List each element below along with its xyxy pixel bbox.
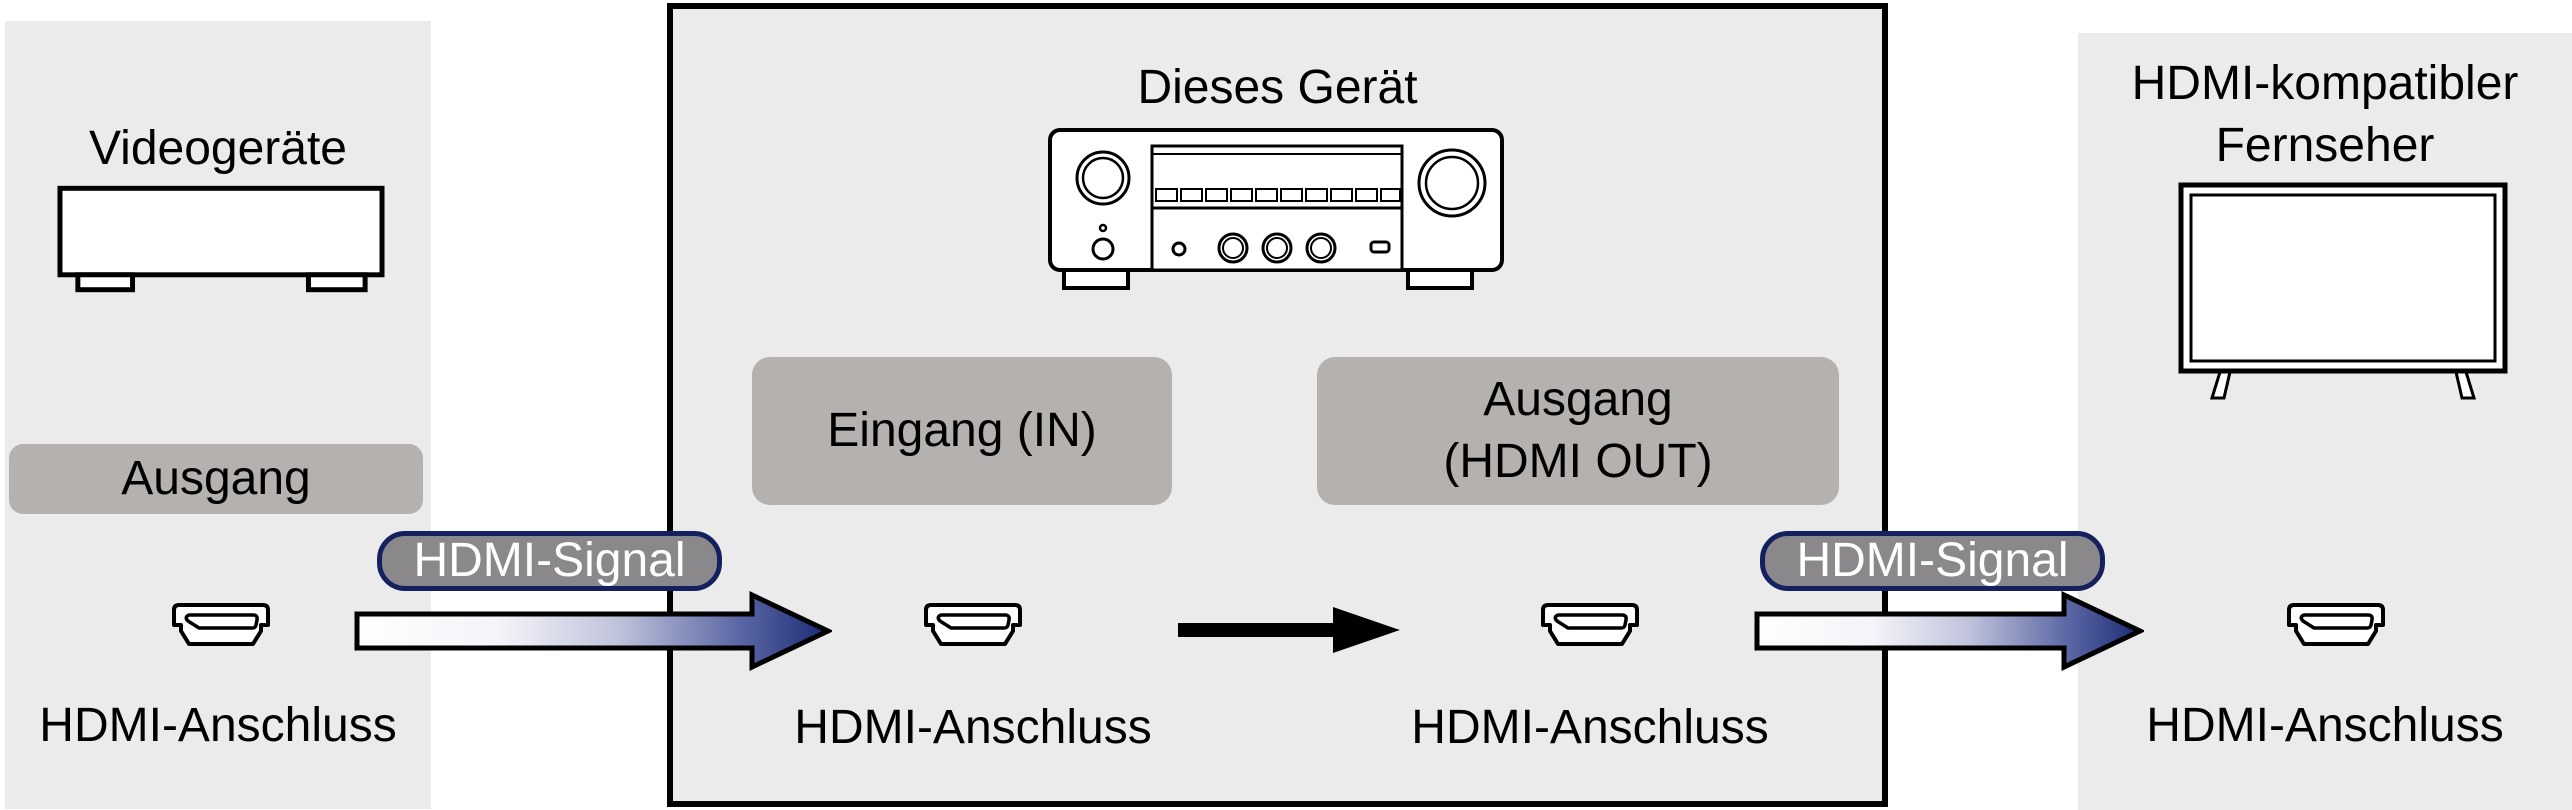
this-device-panel: Dieses Gerät <box>667 3 1888 807</box>
hdmi-signal-badge-right-text: HDMI-Signal <box>1796 534 2069 587</box>
hdmi-signal-arrow-right-icon <box>1754 591 2144 671</box>
hdmi-connector-icon <box>2287 603 2385 646</box>
output-hdmi-tag: Ausgang (HDMI OUT) <box>1317 357 1839 505</box>
hdmi-connector-icon <box>924 603 1022 646</box>
tv-title-line1: HDMI-kompatibler <box>2131 57 2519 110</box>
hdmi-connector-icon <box>1541 603 1639 646</box>
tv-icon <box>2178 182 2508 400</box>
output-hdmi-tag-line1: Ausgang <box>1483 372 1673 426</box>
hdmi-signal-badge-left: HDMI-Signal <box>377 531 722 591</box>
input-port-tag: Eingang (IN) <box>752 357 1172 505</box>
source-connector-label: HDMI-Anschluss <box>39 699 397 752</box>
tv-connector-label: HDMI-Anschluss <box>2146 699 2504 752</box>
hdmi-signal-badge-right: HDMI-Signal <box>1760 531 2105 591</box>
hdmi-connector-icon <box>172 603 270 646</box>
this-device-title: Dieses Gerät <box>1137 61 1418 114</box>
tv-panel-title: HDMI-kompatibler Fernseher <box>2078 53 2572 178</box>
input-port-tag-text: Eingang (IN) <box>827 403 1097 457</box>
input-connector-label: HDMI-Anschluss <box>794 701 1152 754</box>
output-connector-label: HDMI-Anschluss <box>1411 701 1769 754</box>
tv-title-line2: Fernseher <box>2215 119 2435 173</box>
output-port-tag-text: Ausgang <box>121 451 311 505</box>
output-hdmi-tag-line2: (HDMI OUT) <box>1443 435 1713 488</box>
internal-flow-arrow-icon <box>1178 607 1400 653</box>
source-device-panel: Videogeräte Ausgang HDMI-Anschluss <box>5 21 431 809</box>
av-receiver-icon <box>1048 128 1504 290</box>
hdmi-signal-badge-left-text: HDMI-Signal <box>413 534 686 587</box>
video-device-icon <box>57 185 385 293</box>
hdmi-signal-arrow-left-icon <box>354 591 832 671</box>
output-port-tag: Ausgang <box>9 444 423 514</box>
source-panel-title: Videogeräte <box>89 122 347 175</box>
tv-panel: HDMI-kompatibler Fernseher HDMI-Anschlus… <box>2078 33 2572 810</box>
